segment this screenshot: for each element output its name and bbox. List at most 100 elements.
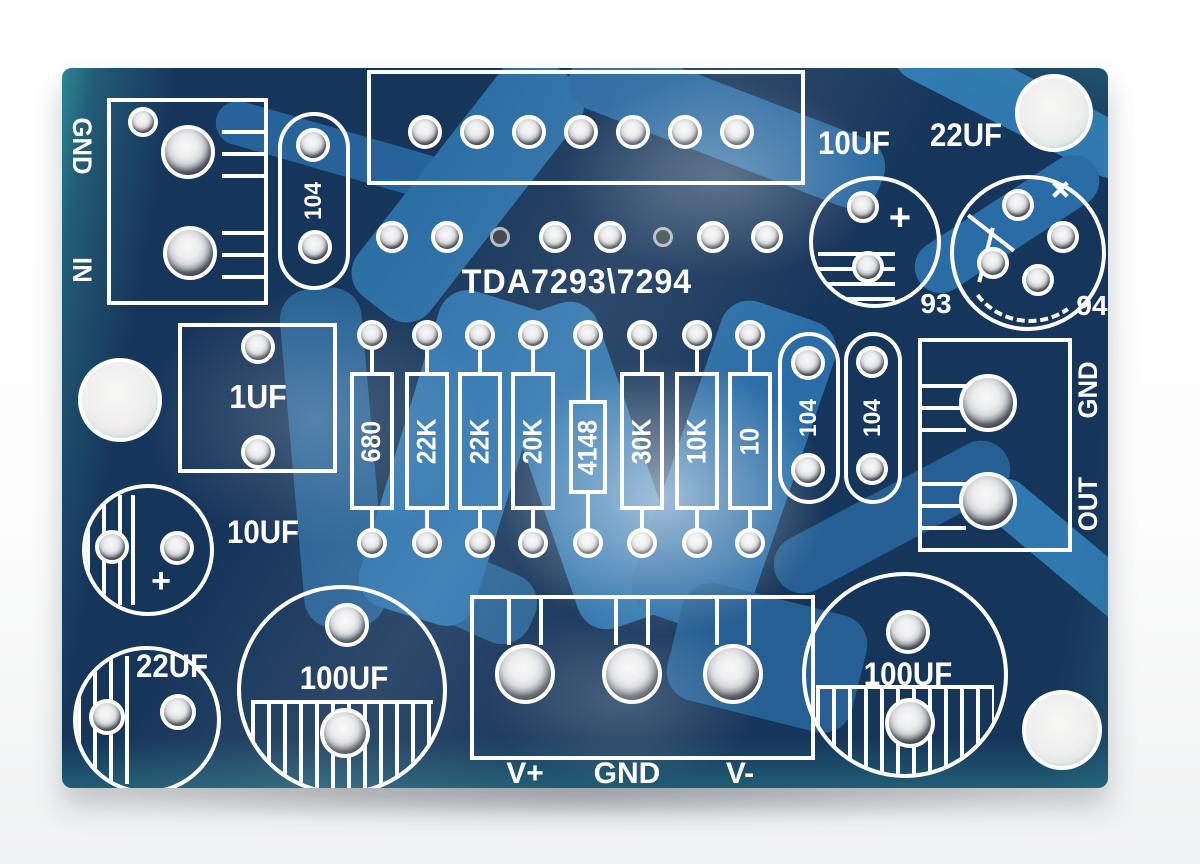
solder-pad <box>128 107 158 137</box>
solder-pad <box>431 221 463 253</box>
ic-header-outline <box>367 70 805 185</box>
solder-pad <box>682 320 712 350</box>
solder-pad <box>161 125 215 179</box>
solder-pad <box>408 115 442 149</box>
solder-pad <box>594 221 626 253</box>
solder-pad <box>357 320 387 350</box>
connector-pin-tick <box>222 253 264 257</box>
output-gnd-label: GND <box>1072 361 1103 419</box>
resistor-lead <box>370 348 374 374</box>
resistor-lead <box>370 508 374 530</box>
resistor-r10: 10 <box>728 372 772 510</box>
solder-pad <box>320 708 370 758</box>
solder-pad <box>160 531 194 565</box>
solder-pad <box>95 530 129 564</box>
cap-1uf-label: 1UF <box>229 378 287 415</box>
solder-pad <box>852 251 884 283</box>
solder-pad <box>241 435 275 469</box>
mounting-hole <box>1022 690 1102 770</box>
solder-pad <box>791 453 825 487</box>
input-in-label: IN <box>67 257 98 283</box>
solder-pad <box>512 115 546 149</box>
solder-pad <box>668 115 702 149</box>
resistor-lead <box>531 508 535 530</box>
solder-pad <box>465 320 495 350</box>
connector-pin-tick <box>715 599 719 645</box>
solder-pad <box>720 115 754 149</box>
resistor-lead <box>425 348 429 374</box>
solder-pad <box>703 644 763 704</box>
solder-pad <box>160 694 196 730</box>
connector-pin-tick <box>222 152 264 156</box>
solder-pad <box>495 644 555 704</box>
solder-pad <box>296 128 330 162</box>
connector-pin-tick <box>922 526 966 530</box>
solder-pad <box>573 528 603 558</box>
solder-pad <box>573 320 603 350</box>
connector-pin-tick <box>222 174 264 178</box>
resistor-lead <box>478 348 482 374</box>
connector-pin-tick <box>922 384 966 388</box>
cap-100uf-bl-label: 100UF <box>299 659 389 696</box>
cap-104-outline: 104 <box>844 332 902 504</box>
cap-100uf-br-label: 100UF <box>863 655 953 692</box>
connector-pin-tick <box>222 130 264 134</box>
solder-pad <box>682 528 712 558</box>
input-gnd-label: GND <box>67 117 98 175</box>
connector-pin-tick <box>222 275 264 279</box>
solder-pad <box>886 610 930 654</box>
cap-10uf-left-label: 10UF <box>227 513 299 550</box>
resistor-lead <box>478 508 482 530</box>
solder-pad <box>1022 264 1054 296</box>
via-hole <box>653 227 673 247</box>
mounting-hole <box>1015 74 1093 152</box>
resistor-lead <box>748 348 752 374</box>
resistor-r22k: 22K <box>405 372 449 510</box>
solder-pad <box>856 453 888 485</box>
solder-pad <box>412 320 442 350</box>
solder-pad <box>518 528 548 558</box>
cap-22uf-outline <box>950 175 1106 331</box>
cap-104-label: 104 <box>299 181 327 221</box>
solder-pad <box>977 247 1009 279</box>
diode-4148: 4148 <box>569 400 607 494</box>
solder-pad <box>376 221 408 253</box>
plus-mark: + <box>151 561 171 600</box>
diode-lead <box>586 348 590 402</box>
resistor-lead <box>640 508 644 530</box>
solder-pad <box>1002 189 1034 221</box>
resistor-lead <box>695 508 699 530</box>
cap-104-label: 104 <box>794 398 822 438</box>
connector-pin-tick <box>539 599 543 645</box>
cap-22uf-bl-label: 22UF <box>136 647 208 684</box>
solder-pad <box>465 528 495 558</box>
solder-pad <box>564 115 598 149</box>
connector-pin-tick <box>922 482 966 486</box>
solder-pad <box>1047 221 1079 253</box>
solder-pad <box>460 115 494 149</box>
solder-pad <box>412 528 442 558</box>
output-out-label: OUT <box>1072 476 1103 532</box>
connector-pin-tick <box>614 599 618 645</box>
connector-pin-tick <box>922 504 966 508</box>
solder-pad <box>325 603 369 647</box>
solder-pad <box>616 115 650 149</box>
solder-pad <box>697 221 729 253</box>
mounting-hole <box>78 358 162 442</box>
solder-pad <box>856 346 888 378</box>
pcb-board: GND IN 104 TDA7293\7294 <box>62 68 1108 788</box>
solder-pad <box>298 230 332 264</box>
power-vminus-label: V- <box>725 757 755 788</box>
connector-pin-tick <box>922 428 966 432</box>
connector-pin-tick <box>507 599 511 645</box>
resistor-lead <box>640 348 644 374</box>
solder-pad <box>627 528 657 558</box>
solder-pad <box>847 191 879 223</box>
resistor-r30k: 30K <box>620 372 664 510</box>
solder-pad <box>357 528 387 558</box>
connector-pin-tick <box>646 599 650 645</box>
resistor-lead <box>531 348 535 374</box>
solder-pad <box>602 644 662 704</box>
plus-mark: + <box>888 196 912 239</box>
